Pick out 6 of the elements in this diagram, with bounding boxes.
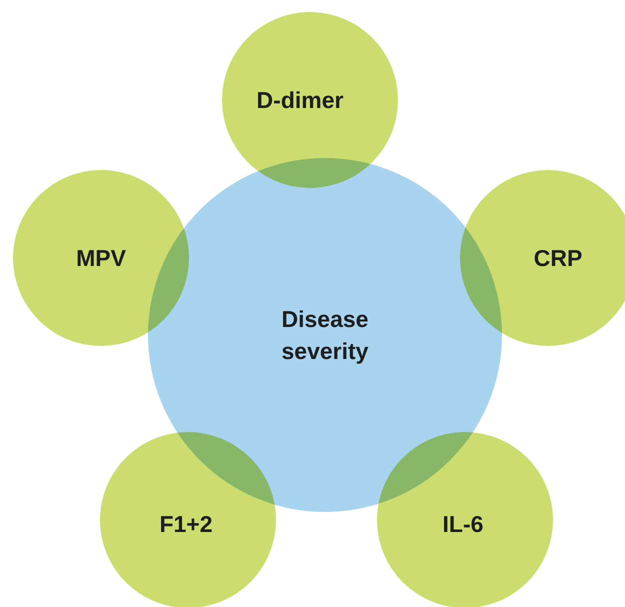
node-label: F1+2 [159, 510, 213, 539]
node-label: IL-6 [442, 510, 484, 539]
node-label: Disease severity [280, 304, 370, 366]
node-label: CRP [534, 244, 582, 273]
node-label: D-dimer [256, 86, 344, 115]
node-label: MPV [76, 244, 126, 273]
